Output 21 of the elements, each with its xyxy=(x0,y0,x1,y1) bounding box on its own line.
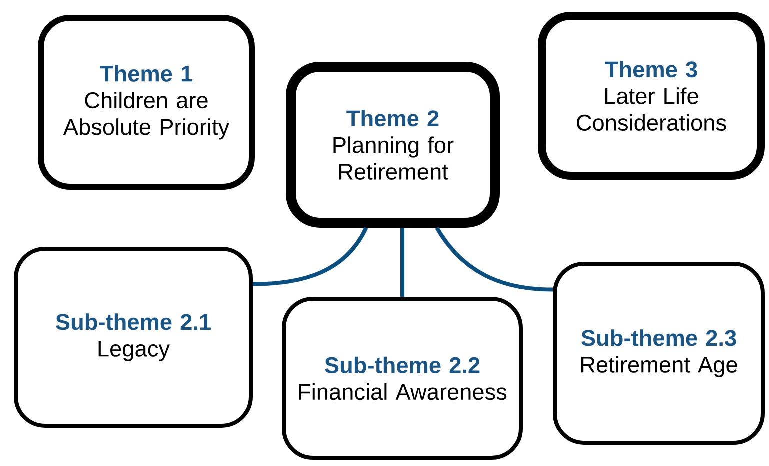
heading: Theme 3 xyxy=(605,61,698,78)
body-text: Legacy xyxy=(98,341,170,362)
connector-line xyxy=(435,226,554,292)
theme-box xyxy=(538,12,765,180)
heading: Sub-theme 2.3 xyxy=(582,330,736,346)
theme-box xyxy=(282,297,523,460)
connector-line xyxy=(400,228,404,297)
theme-box xyxy=(553,262,765,445)
heading: Sub-theme 2.2 xyxy=(325,356,480,374)
heading: Theme 2 xyxy=(346,110,439,127)
heading: Sub-theme 2.1 xyxy=(56,314,211,330)
body-text: Later Life Considerations xyxy=(577,88,726,131)
theme-box xyxy=(38,15,255,190)
body-text: Retirement Age xyxy=(582,356,738,378)
theme-box xyxy=(14,247,253,428)
body-text: Planning for Retirement xyxy=(334,136,454,180)
theme-box xyxy=(286,62,500,228)
body-text: Financial Awareness xyxy=(299,384,507,400)
connector-line xyxy=(252,227,368,286)
heading: Theme 1 xyxy=(100,65,192,82)
body-text: Children are Absolute Priority xyxy=(63,92,230,140)
